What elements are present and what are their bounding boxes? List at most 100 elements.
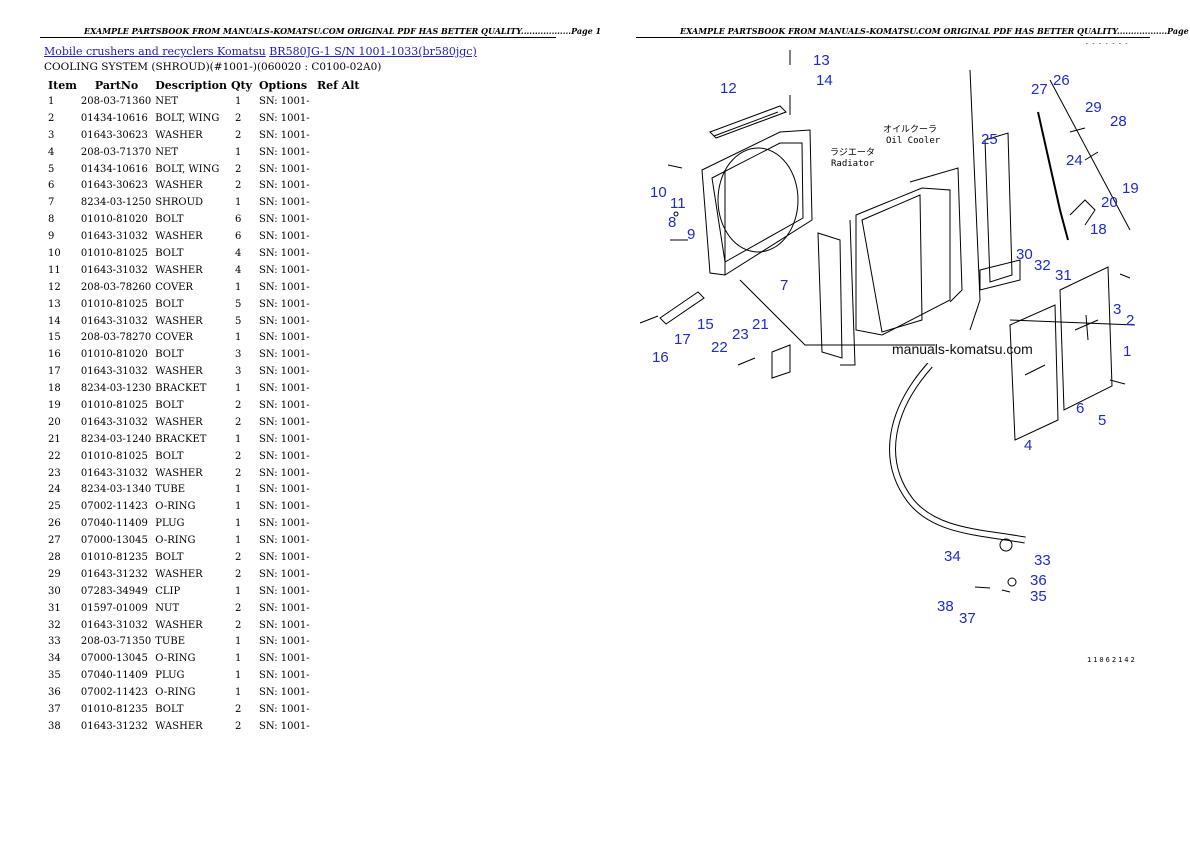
part-ref-alt — [313, 515, 360, 532]
part-ref-alt — [313, 313, 360, 330]
part-description: WASHER — [155, 315, 203, 327]
item-number: 2 — [48, 112, 55, 124]
part-number: 01643-31232 — [80, 568, 148, 580]
part-description: WASHER — [155, 619, 203, 631]
part-description: BOLT, WING — [155, 163, 220, 175]
breadcrumb-link-category[interactable]: Mobile crushers and recyclers Komatsu — [44, 45, 266, 58]
part-number: 07000-13045 — [80, 535, 148, 547]
part-options: SN: 1001- — [258, 95, 310, 107]
part-description: BRACKET — [155, 383, 207, 395]
callout-19: 19 — [1122, 180, 1139, 197]
callout-33: 33 — [1034, 552, 1051, 569]
part-ref-alt — [313, 617, 360, 634]
part-options: SN: 1001- — [258, 653, 310, 665]
part-options: SN: 1001- — [258, 602, 310, 614]
part-ref-alt — [313, 93, 360, 110]
callout-6: 6 — [1076, 400, 1084, 417]
cover-12-shape — [709, 105, 787, 139]
part-options: SN: 1001- — [258, 281, 310, 293]
part-qty: 1 — [234, 433, 242, 445]
watermark: manuals-komatsu.com — [892, 341, 1033, 357]
callout-4: 4 — [1024, 437, 1032, 454]
breadcrumb-link-model[interactable]: BR580JG-1 S/N 1001-1033(br580jgc) — [269, 45, 477, 58]
callout-3: 3 — [1113, 301, 1121, 318]
item-number: 29 — [48, 568, 61, 580]
item-number: 33 — [48, 636, 61, 648]
item-number: 8 — [48, 214, 55, 226]
section-title: COOLING SYSTEM (SHROUD)(#1001-)(060020 :… — [44, 61, 382, 73]
part-qty: 2 — [234, 416, 242, 428]
part-options: SN: 1001- — [258, 366, 310, 378]
callout-24: 24 — [1066, 152, 1083, 169]
callout-20: 20 — [1101, 194, 1118, 211]
part-number: 01643-31032 — [80, 231, 148, 243]
part-description: NUT — [155, 602, 180, 614]
drawing-top-code: ------- — [1085, 40, 1132, 47]
item-number: 20 — [48, 416, 61, 428]
part-number: 208-03-78270 — [80, 332, 152, 344]
part-description: BRACKET — [155, 433, 207, 445]
part-options: SN: 1001- — [258, 399, 310, 411]
part-options: SN: 1001- — [258, 535, 310, 547]
part-options: SN: 1001- — [258, 247, 310, 259]
part-number: 208-03-71370 — [80, 146, 152, 158]
part-description: WASHER — [155, 568, 203, 580]
callout-27: 27 — [1031, 81, 1048, 98]
item-number: 15 — [48, 332, 61, 344]
part-ref-alt — [313, 296, 360, 313]
item-number: 26 — [48, 518, 61, 530]
part-options: SN: 1001- — [258, 264, 310, 276]
item-number: 11 — [48, 264, 61, 276]
part-number: 07283-34949 — [80, 585, 148, 597]
part-ref-alt — [313, 363, 360, 380]
part-qty: 1 — [234, 383, 242, 395]
callout-17: 17 — [674, 331, 691, 348]
part-number: 01597-01009 — [80, 602, 148, 614]
part-description: BOLT — [155, 247, 184, 259]
part-number: 01643-31032 — [80, 264, 148, 276]
part-description: NET — [155, 95, 178, 107]
part-ref-alt — [313, 279, 360, 296]
page-header-left: EXAMPLE PARTSBOOK FROM MANUALS-KOMATSU.C… — [84, 26, 602, 36]
item-number: 21 — [48, 433, 61, 445]
part-number: 01643-31032 — [80, 315, 148, 327]
part-description: NET — [155, 146, 178, 158]
callout-34: 34 — [944, 548, 961, 565]
part-options: SN: 1001- — [258, 112, 310, 124]
part-description: SHROUD — [155, 197, 204, 209]
part-options: SN: 1001- — [258, 687, 310, 699]
part-ref-alt — [313, 245, 360, 262]
callout-35: 35 — [1030, 588, 1047, 605]
part-qty: 5 — [234, 315, 242, 327]
part-number: 01643-30623 — [80, 180, 148, 192]
callout-14: 14 — [816, 72, 833, 89]
item-number: 12 — [48, 281, 61, 293]
callout-15: 15 — [697, 316, 714, 333]
part-options: SN: 1001- — [258, 636, 310, 648]
part-ref-alt — [313, 566, 360, 583]
part-ref-alt — [313, 684, 360, 701]
part-ref-alt — [313, 110, 360, 127]
part-number: 01643-31032 — [80, 416, 148, 428]
callout-22: 22 — [711, 339, 728, 356]
callout-12: 12 — [720, 80, 737, 97]
exploded-parts-diagram: オイルクーラ Oil Cooler ラジエータ Radiator 1234567… — [639, 50, 1139, 627]
part-qty: 1 — [234, 484, 242, 496]
part-ref-alt — [313, 127, 360, 144]
callout-8: 8 — [668, 214, 676, 231]
item-number: 31 — [48, 602, 61, 614]
callout-5: 5 — [1098, 412, 1106, 429]
shroud-shape — [701, 129, 813, 276]
item-number: 6 — [48, 180, 55, 192]
